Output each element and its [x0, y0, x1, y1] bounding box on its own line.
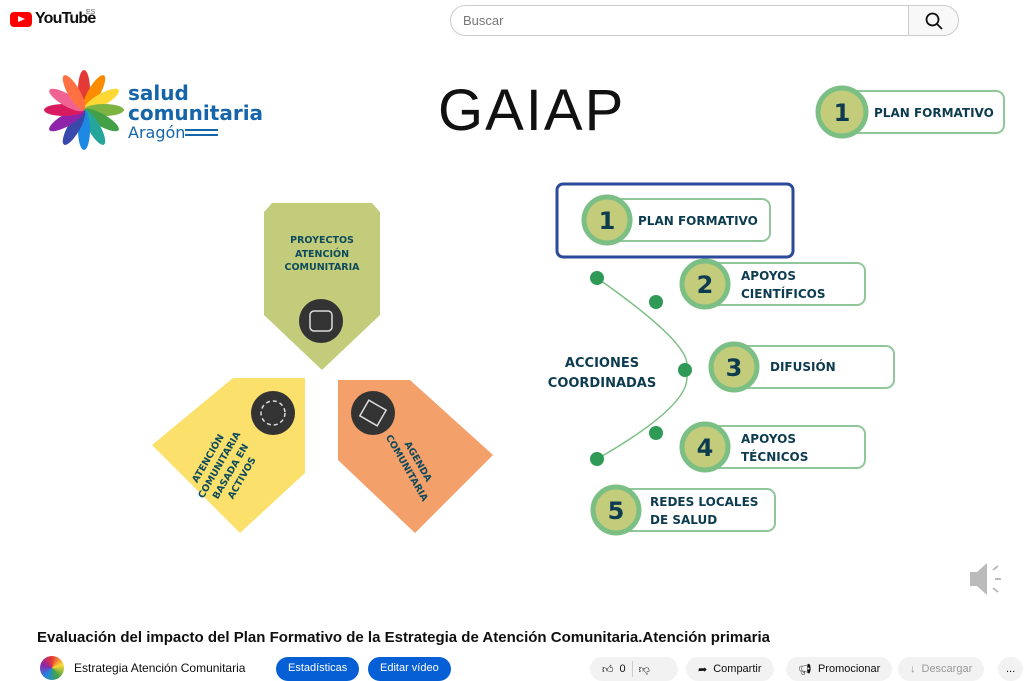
download-button[interactable]: ↓ Descargar — [898, 657, 985, 681]
share-icon: ➦ — [698, 663, 708, 676]
logo-line-2: comunitaria — [128, 101, 263, 125]
svg-text:COMUNITARIA: COMUNITARIA — [285, 262, 361, 273]
channel-name[interactable]: Estrategia Atención Comunitaria — [74, 661, 246, 675]
logo-text: YouTube — [35, 10, 96, 27]
more-button[interactable]: ... — [998, 657, 1024, 681]
channel-info[interactable]: Estrategia Atención Comunitaria — [40, 656, 245, 680]
like-count: 0 — [619, 663, 626, 675]
svg-text:REDES LOCALES: REDES LOCALES — [650, 495, 758, 509]
youtube-play-icon — [10, 11, 32, 27]
action-5: 5 REDES LOCALES DE SALUD — [590, 484, 776, 536]
svg-text:3: 3 — [726, 354, 743, 382]
hands-icon — [299, 299, 343, 343]
highlight-box — [555, 182, 795, 259]
pentagon-activos: ATENCIÓN COMUNITARIA BASADA EN ACTIVOS — [152, 378, 305, 533]
agenda-icon — [351, 391, 395, 435]
svg-text:5: 5 — [608, 497, 625, 525]
svg-text:2: 2 — [697, 271, 714, 299]
svg-text:4: 4 — [697, 434, 714, 462]
edit-video-button[interactable]: Editar vídeo — [368, 657, 451, 681]
svg-text:PLAN FORMATIVO: PLAN FORMATIVO — [638, 214, 758, 228]
download-icon: ↓ — [910, 663, 916, 675]
logo-line-3: Aragón — [128, 123, 185, 142]
svg-text:PROYECTOS: PROYECTOS — [290, 235, 354, 246]
center-label-1: ACCIONES — [565, 356, 639, 371]
salud-comunitaria-logo: salud comunitaria Aragón — [44, 70, 263, 150]
action-2: 2 APOYOS CIENTÍFICOS — [679, 258, 866, 310]
speaker-icon[interactable] — [970, 563, 1001, 595]
svg-text:DIFUSIÓN: DIFUSIÓN — [770, 359, 836, 374]
svg-text:1: 1 — [599, 207, 616, 235]
svg-text:DE SALUD: DE SALUD — [650, 513, 717, 527]
like-dislike-button[interactable]: 👍︎ 0 👎︎ — [590, 657, 678, 681]
svg-text:ATENCIÓN: ATENCIÓN — [295, 248, 349, 260]
svg-text:TÉCNICOS: TÉCNICOS — [741, 449, 808, 464]
thumbs-up-icon[interactable]: 👍︎ — [602, 663, 614, 676]
action-3: 3 DIFUSIÓN — [708, 341, 895, 393]
share-button[interactable]: ➦ Compartir — [686, 657, 774, 681]
pentagon-proyectos: PROYECTOS ATENCIÓN COMUNITARIA — [264, 203, 380, 370]
region-code: ES — [86, 9, 96, 16]
promote-label: Promocionar — [817, 663, 881, 675]
action-1: 1 PLAN FORMATIVO — [581, 194, 771, 246]
svg-text:APOYOS: APOYOS — [741, 269, 796, 283]
video-title: Evaluación del impacto del Plan Formativ… — [37, 629, 770, 646]
svg-text:CIENTÍFICOS: CIENTÍFICOS — [741, 286, 825, 301]
thumbs-down-icon[interactable]: 👎︎ — [638, 663, 650, 676]
promote-button[interactable]: 📢︎ Promocionar — [786, 657, 893, 681]
action-4: 4 APOYOS TÉCNICOS — [679, 421, 866, 473]
search-button[interactable] — [908, 5, 959, 36]
gaiap-logo: GAIAP — [438, 78, 625, 143]
video-player[interactable]: salud comunitaria Aragón GAIAP 1 PLAN FO… — [0, 42, 1024, 622]
svg-text:PLAN FORMATIVO: PLAN FORMATIVO — [874, 106, 994, 120]
search-input[interactable]: Buscar — [450, 5, 910, 36]
assets-icon — [251, 391, 295, 435]
center-label-2: COORDINADAS — [548, 376, 656, 391]
pentagon-agenda: AGENDA COMUNITARIA — [338, 380, 493, 533]
top-badge-plan-formativo: 1 PLAN FORMATIVO — [815, 85, 1005, 139]
logo-line-1: salud — [128, 81, 189, 105]
youtube-logo[interactable]: YouTube — [10, 10, 96, 28]
megaphone-icon: 📢︎ — [798, 663, 812, 676]
share-label: Compartir — [713, 663, 762, 675]
svg-text:1: 1 — [834, 99, 851, 127]
stats-button[interactable]: Estadísticas — [276, 657, 360, 681]
search-icon — [925, 12, 943, 30]
download-label: Descargar — [921, 663, 973, 675]
svg-text:APOYOS: APOYOS — [741, 432, 796, 446]
top-bar: YouTube ES Buscar — [0, 0, 1024, 42]
svg-text:GAIAP: GAIAP — [438, 78, 625, 143]
channel-avatar[interactable] — [40, 656, 64, 680]
